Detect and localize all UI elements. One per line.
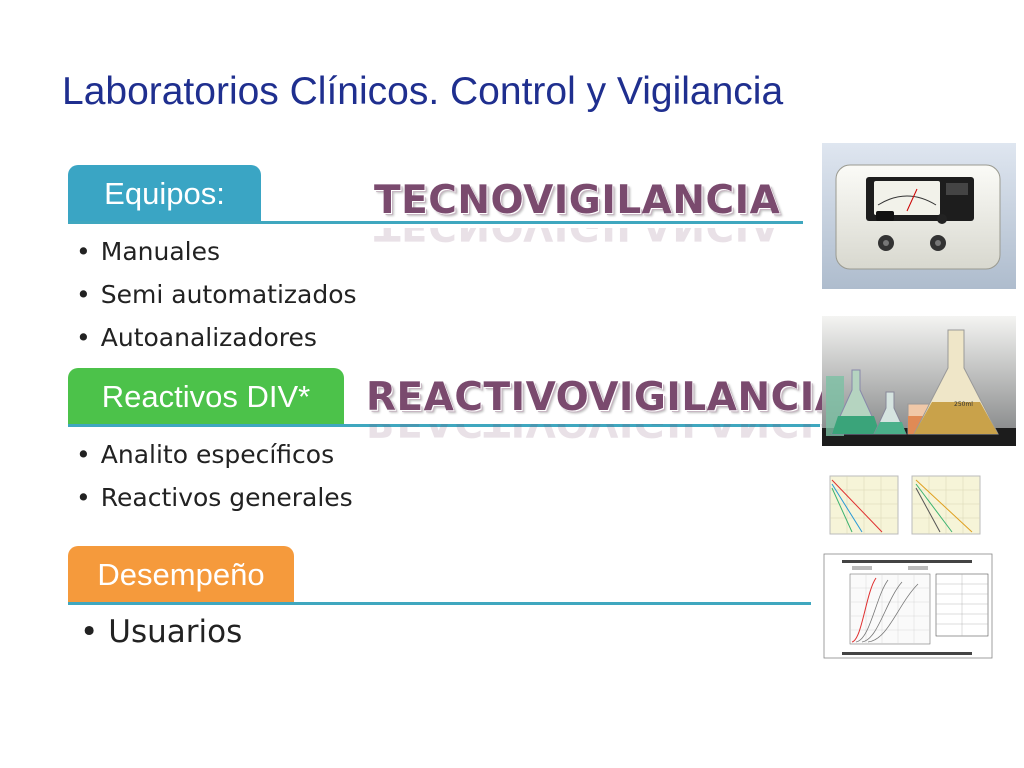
bullet-list-desempeno: Usuarios xyxy=(80,610,242,654)
bullet-item: Analito específicos xyxy=(76,433,353,476)
svg-text:250ml: 250ml xyxy=(954,401,973,408)
tab-equipos: Equipos: xyxy=(68,165,261,223)
power-curve-chart-image xyxy=(822,552,994,662)
lab-flasks-photo: 250ml xyxy=(822,316,1016,446)
bullet-item: Autoanalizadores xyxy=(76,316,357,359)
bullet-item: Manuales xyxy=(76,230,357,273)
calibration-charts-image xyxy=(822,470,994,538)
bullet-list-equipos: Manuales Semi automatizados Autoanalizad… xyxy=(76,230,357,359)
lab-flasks-illustration: 250ml xyxy=(822,316,1016,446)
bullet-list-reactivos: Analito específicos Reactivos generales xyxy=(76,433,353,519)
wordart-reactivovigilancia: REACTIVOVIGILANCIA xyxy=(366,375,846,420)
power-curve-chart-illustration xyxy=(822,552,994,662)
section-rule-desempeno xyxy=(68,602,811,605)
tab-desempeno: Desempeño xyxy=(68,546,294,604)
tab-desempeno-label: Desempeño xyxy=(97,557,265,592)
section-rule-reactivos xyxy=(68,424,820,427)
tab-reactivos-label: Reactivos DIV* xyxy=(101,379,311,414)
bullet-item: Semi automatizados xyxy=(76,273,357,316)
bullet-item: Usuarios xyxy=(80,610,242,654)
section-rule-equipos xyxy=(68,221,803,224)
spectrophotometer-illustration xyxy=(822,143,1016,289)
spectrophotometer-photo xyxy=(822,143,1016,289)
bullet-item: Reactivos generales xyxy=(76,476,353,519)
wordart-tecnovigilancia-reflection: TECNOVIGILANCIA xyxy=(374,228,780,248)
tab-equipos-label: Equipos: xyxy=(104,176,225,211)
tab-reactivos: Reactivos DIV* xyxy=(68,368,344,426)
wordart-reactivovigilancia-reflection: REACTIVOVIGILANCIA xyxy=(366,424,845,444)
calibration-charts-illustration xyxy=(822,470,994,538)
wordart-tecnovigilancia: TECNOVIGILANCIA xyxy=(374,178,781,223)
slide-title: Laboratorios Clínicos. Control y Vigilan… xyxy=(62,70,784,113)
